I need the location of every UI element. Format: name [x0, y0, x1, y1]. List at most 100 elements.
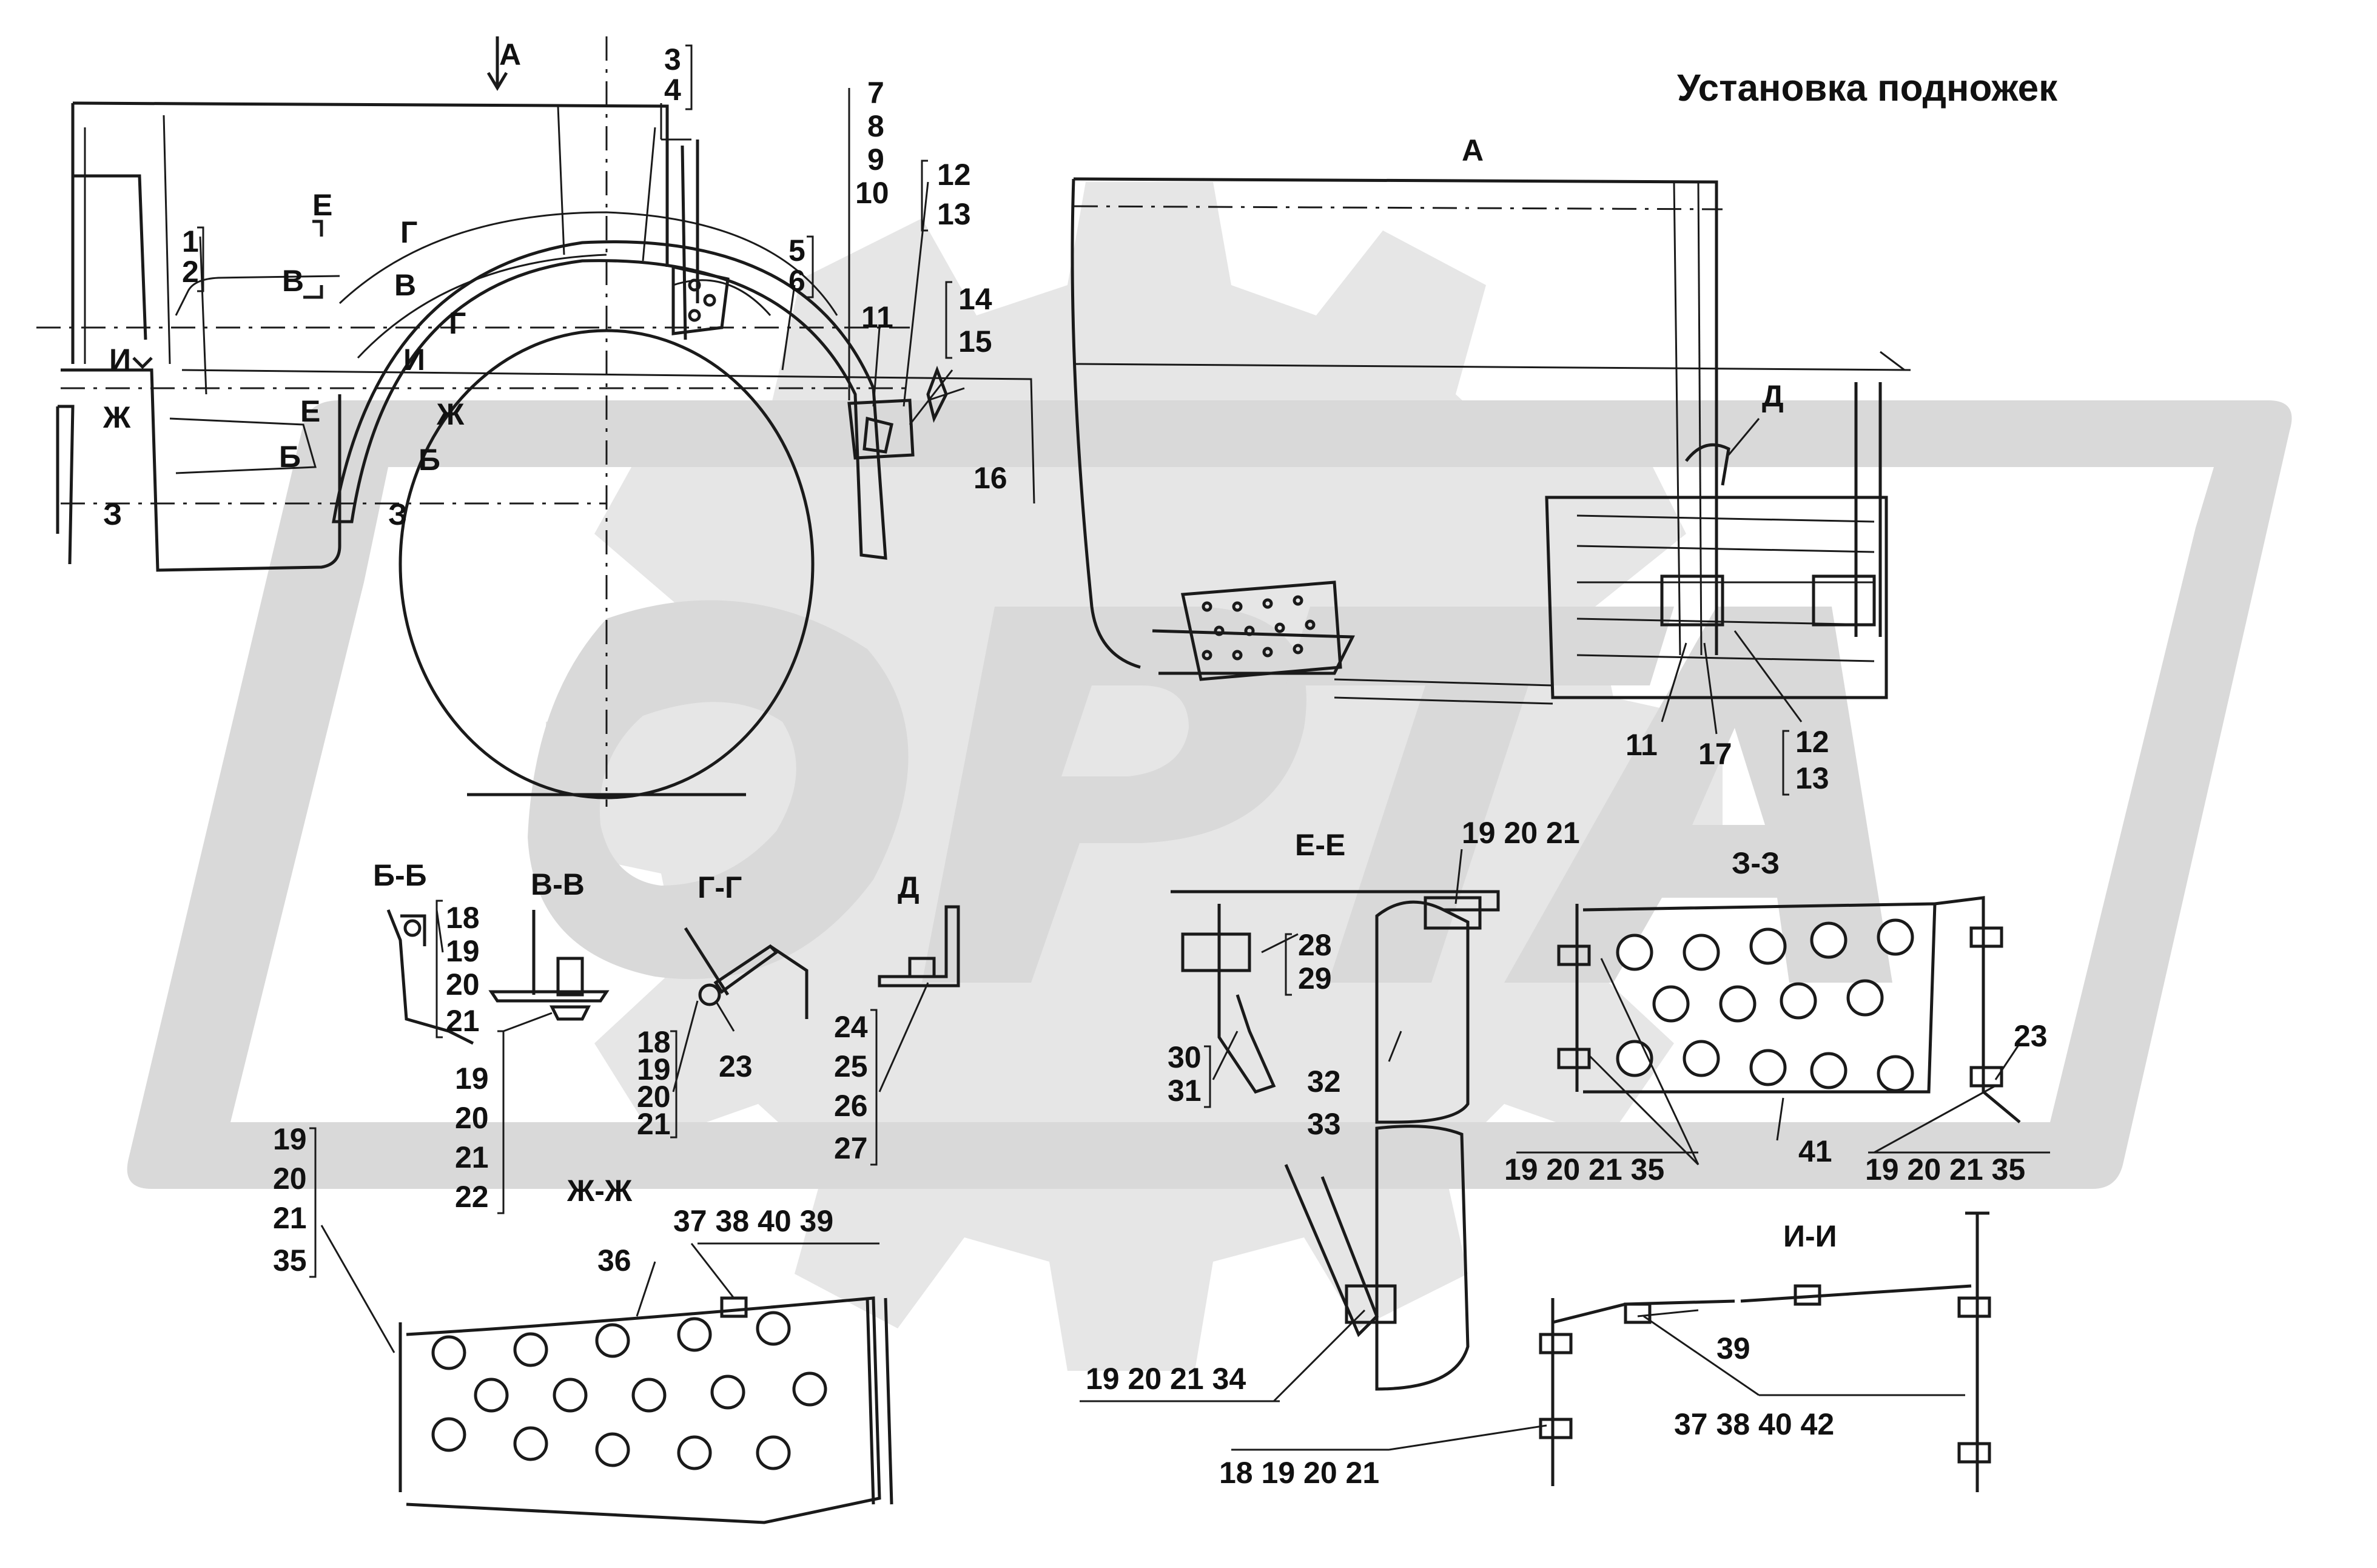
callout-6: 6	[788, 264, 805, 298]
marker-g2: Г	[449, 306, 466, 340]
section-ii	[1539, 1211, 1991, 1492]
view-a-callout-13: 13	[1795, 761, 1829, 795]
callout-3: 3	[664, 42, 681, 76]
callouts-zhzh: 19 20 21 35 Ж-Ж 36 37 38 40 39	[273, 1122, 833, 1278]
bb-callout-20: 20	[446, 967, 480, 1001]
section-markers: А Е Г В В Г И И Ж Е Ж Б Б З З	[103, 36, 521, 531]
callout-11: 11	[861, 300, 893, 334]
gg-callout-21: 21	[637, 1107, 671, 1141]
vv-callout-22: 22	[455, 1180, 489, 1214]
callouts-d: Д 24 25 26 27	[834, 870, 920, 1166]
zhzh-callout-20: 20	[273, 1162, 307, 1196]
callout-14: 14	[958, 282, 992, 316]
callout-1: 1	[182, 224, 199, 258]
callout-4: 4	[664, 73, 681, 107]
vv-callout-19: 19	[455, 1062, 489, 1095]
callout-9: 9	[867, 143, 884, 177]
callout-8: 8	[867, 109, 884, 143]
d-callout-26: 26	[834, 1089, 868, 1123]
marker-e1: Е	[312, 188, 332, 222]
cut-arrow-icon	[303, 285, 323, 299]
zhzh-callout-36: 36	[597, 1243, 631, 1277]
ee-callout-29: 29	[1298, 961, 1332, 995]
marker-i2: И	[403, 343, 425, 377]
vv-callout-20: 20	[455, 1101, 489, 1135]
section-d	[878, 905, 960, 988]
callout-2: 2	[182, 255, 199, 289]
view-a-arrow-icon	[486, 36, 508, 91]
section-vv	[488, 910, 610, 1021]
watermark-letters	[528, 600, 1892, 983]
view-a-callout-17: 17	[1698, 737, 1732, 771]
cut-arrow-icon	[312, 220, 323, 237]
leader-lines	[199, 88, 2050, 1451]
section-zhzh	[398, 1296, 893, 1524]
view-a-callout-11: 11	[1626, 728, 1658, 762]
ii-callout-bottom: 37 38 40 42	[1674, 1407, 1834, 1441]
gg-callout-18: 18	[637, 1025, 671, 1059]
marker-b1: Б	[279, 440, 301, 474]
callouts-bb: Б-Б 18 19 20 21	[373, 858, 480, 1038]
zz-callout-23: 23	[2014, 1019, 2048, 1053]
callouts-vv: В-В 19 20 21 22	[455, 867, 585, 1214]
section-zz-title: З-З	[1732, 846, 1780, 880]
section-ee	[1171, 890, 1500, 1391]
marker-d: Д	[1762, 379, 1784, 413]
view-a-arrow-label: А	[499, 38, 521, 72]
cut-arrow-icon	[132, 357, 153, 369]
zz-callout-left: 19 20 21 35	[1504, 1152, 1664, 1186]
marker-v2: В	[394, 268, 416, 302]
section-ii-title: И-И	[1783, 1219, 1837, 1253]
marker-v1: В	[282, 264, 304, 298]
callouts-view-a: А Д 11 17 12 13	[1462, 133, 1829, 796]
callout-12: 12	[937, 158, 971, 192]
cab-side-view	[36, 36, 1035, 807]
view-a-cab	[1071, 177, 1911, 705]
marker-i1: И	[109, 343, 131, 377]
ii-callout-39: 39	[1716, 1331, 1750, 1365]
zz-callout-right: 19 20 21 35	[1865, 1152, 2025, 1186]
marker-g1: Г	[400, 215, 417, 249]
zz-callout-41: 41	[1798, 1134, 1832, 1168]
section-bb	[386, 909, 474, 1045]
view-a-label: А	[1462, 133, 1484, 167]
view-a-callout-12: 12	[1795, 725, 1829, 759]
callouts-gg: Г-Г 18 19 20 21 23	[637, 870, 753, 1141]
d-callout-27: 27	[834, 1131, 868, 1165]
gg-callout-20: 20	[637, 1080, 671, 1114]
callouts-ee: Е-Е 19 20 21 28 29 30 31 32 33 19 20 21 …	[1086, 816, 1580, 1490]
zhzh-callout-21: 21	[273, 1201, 307, 1235]
ee-callout-33: 33	[1307, 1107, 1341, 1141]
section-zhzh-title: Ж-Ж	[567, 1174, 633, 1208]
marker-z1: З	[103, 497, 122, 531]
diagram-title: Установка подножек	[1677, 67, 2058, 109]
ee-callout-32: 32	[1307, 1065, 1341, 1099]
ee-callout-28: 28	[1298, 928, 1332, 962]
d-callout-24: 24	[834, 1010, 868, 1044]
section-zz	[1557, 896, 2021, 1123]
gg-callout-19: 19	[637, 1052, 671, 1086]
ee-callout-30: 30	[1168, 1040, 1202, 1074]
callout-13: 13	[937, 197, 971, 231]
section-vv-title: В-В	[531, 867, 585, 901]
ee-callout-bottom: 19 20 21 34	[1086, 1362, 1246, 1396]
zhzh-callout-top: 37 38 40 39	[673, 1204, 833, 1238]
zhzh-callout-35: 35	[273, 1243, 307, 1277]
ee-callout-top: 19 20 21	[1462, 816, 1580, 850]
section-gg	[684, 927, 809, 1019]
ee-callout-31: 31	[1168, 1074, 1202, 1108]
gg-callout-23: 23	[719, 1049, 753, 1083]
section-d-title: Д	[898, 870, 920, 904]
marker-e2: Е	[300, 394, 320, 428]
callouts-ii: И-И 39 37 38 40 42	[1674, 1219, 1837, 1441]
callouts-zz: З-З 19 20 21 35 41 19 20 21 35 23	[1504, 846, 2048, 1186]
ee-callout-bottom2: 18 19 20 21	[1219, 1456, 1379, 1490]
section-ee-title: Е-Е	[1295, 828, 1345, 862]
bb-callout-18: 18	[446, 901, 480, 935]
callout-5: 5	[788, 234, 805, 268]
zhzh-callout-19: 19	[273, 1122, 307, 1156]
section-gg-title: Г-Г	[698, 870, 742, 904]
callout-16: 16	[973, 461, 1007, 495]
